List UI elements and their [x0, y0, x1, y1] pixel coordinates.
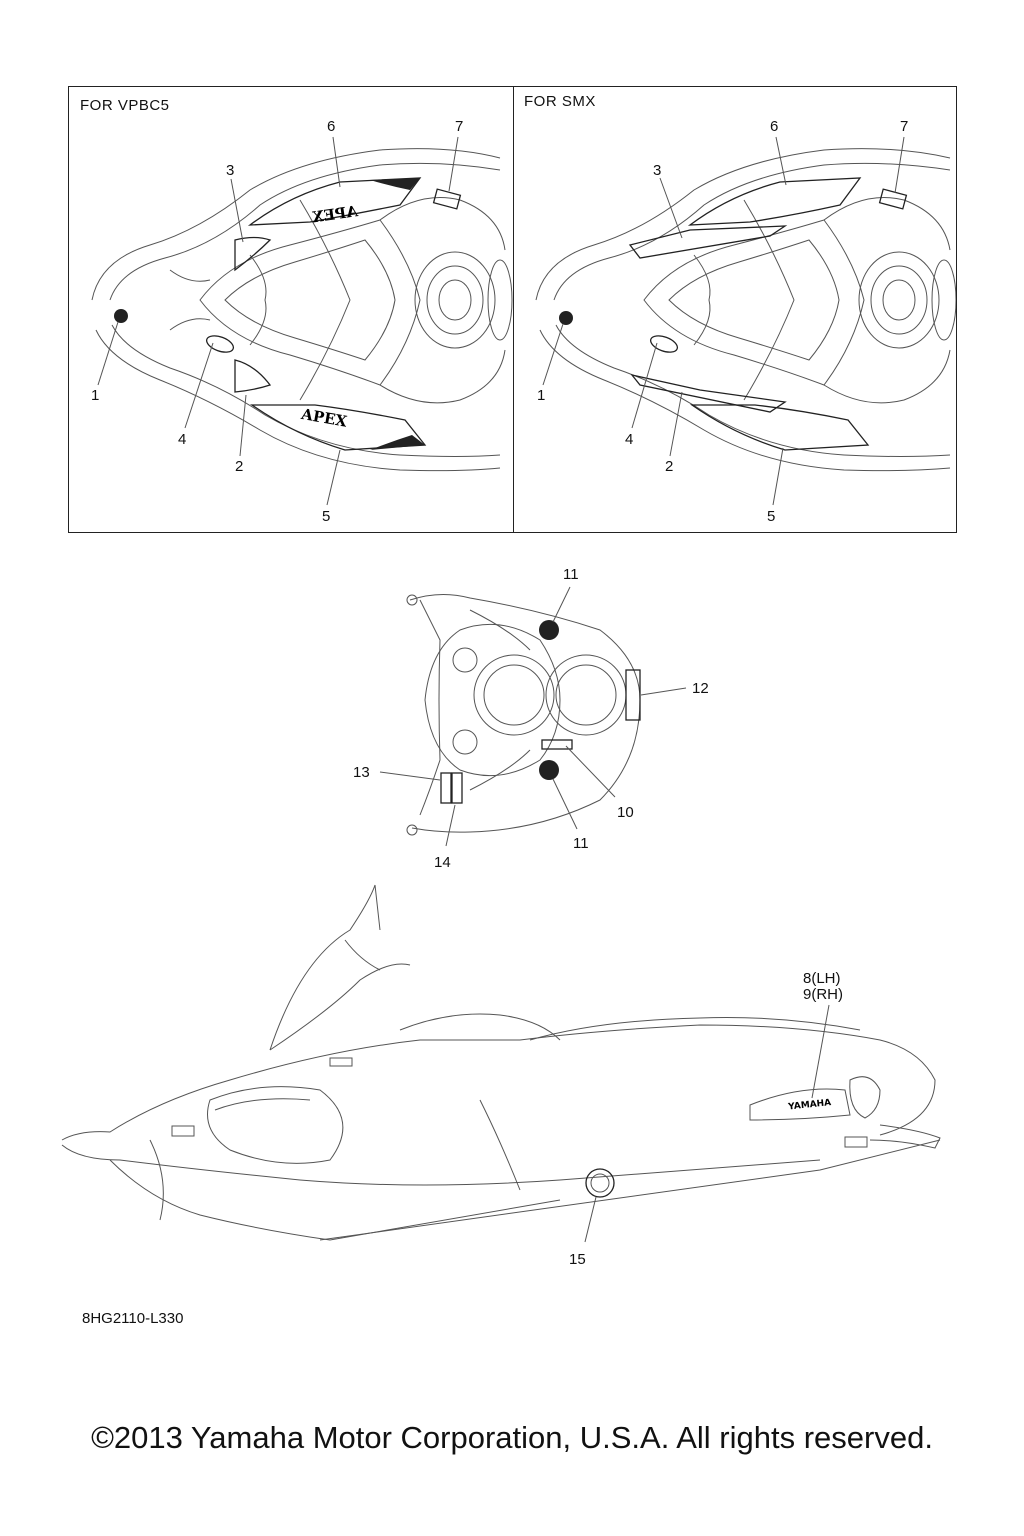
callout-14: 14: [434, 854, 451, 871]
callout-7-left: 7: [455, 118, 464, 135]
callout-1-left: 1: [91, 387, 100, 404]
hood-vpbc5-drawing: APEX APEX: [91, 136, 513, 506]
callout-4-right: 4: [625, 431, 634, 448]
callout-13: 13: [353, 764, 370, 781]
callout-11-bottom: 11: [573, 835, 589, 852]
callout-1-right: 1: [537, 387, 546, 404]
callout-5-right: 5: [767, 508, 776, 525]
apex-decal-top: APEX: [311, 202, 360, 226]
callout-6-right: 6: [770, 118, 779, 135]
rear-cover-drawing: [379, 586, 687, 847]
drawing-code: 8HG2110-L330: [82, 1310, 184, 1327]
callout-6-left: 6: [327, 118, 336, 135]
callout-7-right: 7: [900, 118, 909, 135]
hood-smx-drawing: [535, 136, 956, 506]
callout-2-right: 2: [665, 458, 674, 475]
side-view-drawing: YAMAHA: [61, 884, 941, 1243]
callout-9-rh: 9(RH): [803, 986, 843, 1003]
copyright-notice: ©2013 Yamaha Motor Corporation, U.S.A. A…: [91, 1420, 933, 1455]
panel-title-vpbc5: FOR VPBC5: [80, 97, 170, 114]
callout-3-right: 3: [653, 162, 662, 179]
callout-2-left: 2: [235, 458, 244, 475]
panel-title-smx: FOR SMX: [524, 93, 596, 110]
panel-smx: [513, 86, 957, 533]
callout-11-top: 11: [563, 566, 579, 583]
yamaha-decal: YAMAHA: [787, 1098, 832, 1113]
callout-10: 10: [617, 804, 634, 821]
callout-12: 12: [692, 680, 709, 697]
callout-8-lh: 8(LH): [803, 970, 841, 987]
callout-3-left: 3: [226, 162, 235, 179]
callout-15: 15: [569, 1251, 586, 1268]
callout-4-left: 4: [178, 431, 187, 448]
callout-5-left: 5: [322, 508, 331, 525]
